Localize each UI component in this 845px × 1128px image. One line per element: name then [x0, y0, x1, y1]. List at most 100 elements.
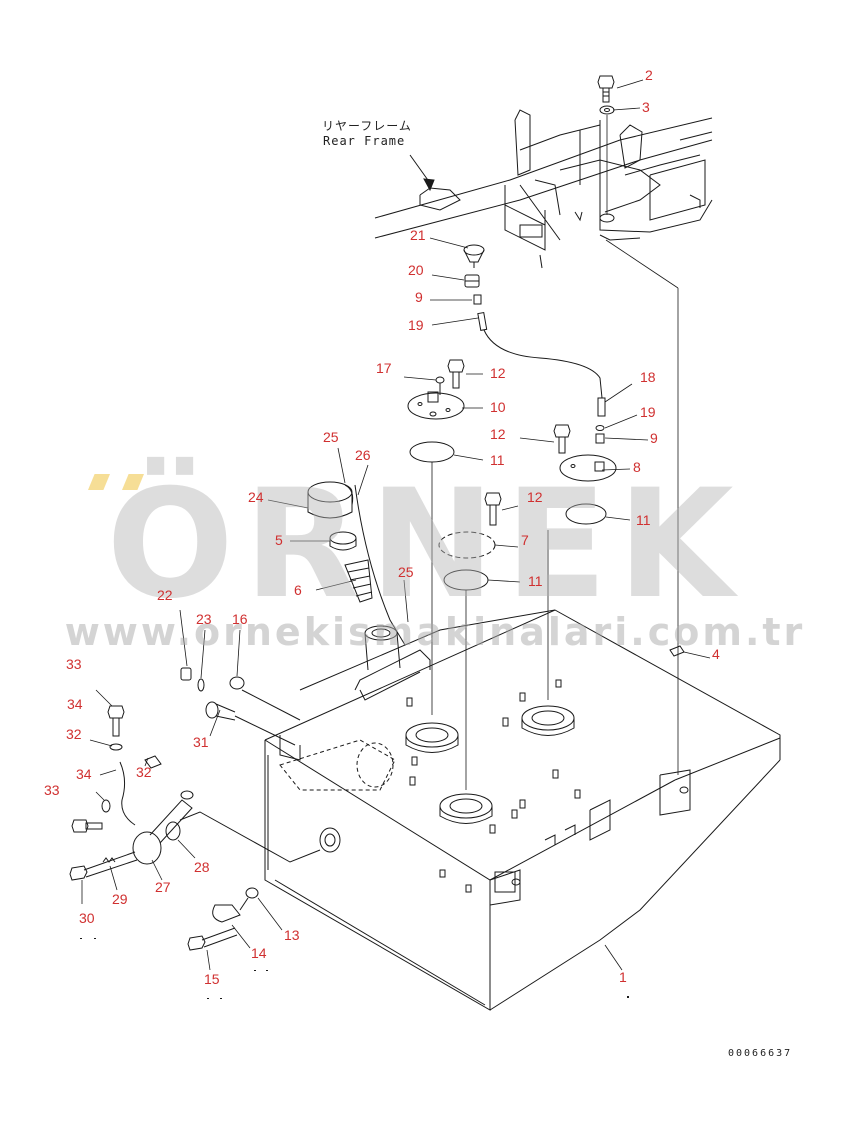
sensor-27	[132, 790, 194, 865]
rear-frame	[374, 109, 713, 269]
cover-10	[407, 391, 465, 420]
washer-19	[595, 425, 605, 431]
strainer-6	[344, 559, 373, 603]
tank-opening-a	[405, 722, 459, 753]
callout-13: 13	[284, 927, 300, 943]
plug-22	[180, 667, 192, 681]
cover-8	[559, 454, 617, 482]
callout-2: 2	[645, 67, 653, 83]
rear-frame-label-jp: リヤーフレーム	[322, 119, 412, 133]
washer-32	[109, 743, 123, 751]
callout-27: 27	[155, 879, 171, 895]
callout-3: 3	[642, 99, 650, 115]
bolt-2	[597, 75, 615, 103]
fitting-9	[473, 294, 482, 305]
callout-19: 19	[408, 317, 424, 333]
tank-studs	[406, 679, 581, 893]
callout-7: 7	[521, 532, 529, 548]
clip-32	[144, 755, 162, 769]
bolt-31	[205, 701, 296, 746]
callout-6: 6	[294, 582, 302, 598]
ring-nut-5	[329, 531, 357, 551]
bolt-33	[71, 819, 103, 833]
tank-opening-c	[439, 793, 493, 824]
callout-33b: 33	[44, 782, 60, 798]
callout-28: 28	[194, 859, 210, 875]
callout-29: 29	[112, 891, 128, 907]
bushing-16	[229, 676, 301, 721]
callout-31: 31	[193, 734, 209, 750]
watermark-url: www.ornekismakinalari.com.tr	[64, 610, 806, 654]
callout-10: 10	[490, 399, 506, 415]
callout-33a: 33	[66, 656, 82, 672]
callout-12b: 12	[490, 426, 506, 442]
note-ticks	[80, 938, 629, 999]
callout-19b: 19	[640, 404, 656, 420]
callout-8: 8	[633, 459, 641, 475]
callout-9: 9	[415, 289, 423, 305]
document-id: 00066637	[728, 1048, 793, 1059]
bolt-34	[107, 705, 125, 737]
watermark-umlaut-left	[88, 474, 110, 490]
wire-34	[119, 761, 136, 826]
callout-34a: 34	[67, 696, 83, 712]
o-ring-28	[165, 821, 181, 841]
plug-18	[597, 397, 606, 417]
callout-1: 1	[619, 969, 627, 985]
callout-12a: 12	[490, 365, 506, 381]
cap-21	[463, 244, 485, 268]
callout-25a: 25	[323, 429, 339, 445]
clamp-14	[212, 904, 241, 923]
tank-opening-b	[521, 705, 575, 736]
bolt-30	[69, 851, 138, 881]
callout-24: 24	[248, 489, 264, 505]
gasket-11b	[565, 503, 607, 525]
callout-9b: 9	[650, 430, 658, 446]
callout-14: 14	[251, 945, 267, 961]
callout-34b: 34	[76, 766, 92, 782]
callout-20: 20	[408, 262, 424, 278]
callout-11c: 11	[528, 573, 543, 589]
drain-valve-dashed	[279, 739, 396, 791]
nut-20	[464, 274, 480, 288]
washer-23	[197, 678, 205, 692]
bolt-12c	[484, 492, 502, 526]
plug-19	[477, 312, 488, 331]
callout-17: 17	[376, 360, 392, 376]
callout-32b: 32	[136, 764, 152, 780]
callout-12c: 12	[527, 489, 543, 505]
fuel-tank-1	[264, 609, 781, 1011]
callout-22: 22	[157, 587, 173, 603]
fastener-13	[239, 887, 259, 911]
callout-26: 26	[355, 447, 371, 463]
callout-5: 5	[275, 532, 283, 548]
callout-15: 15	[204, 971, 220, 987]
callout-23: 23	[196, 611, 212, 627]
filler-neck-25	[364, 625, 401, 671]
fitting-9b	[595, 433, 605, 444]
watermark-umlaut-right	[122, 474, 144, 490]
gauge-port	[179, 811, 341, 863]
watermark-brand: ÖRNEK	[106, 458, 744, 632]
washer-3	[599, 105, 615, 115]
callout-21: 21	[410, 227, 426, 243]
callout-32a: 32	[66, 726, 82, 742]
callout-16: 16	[232, 611, 248, 627]
callout-4: 4	[712, 646, 720, 662]
callout-11a: 11	[490, 452, 505, 468]
callout-11b: 11	[636, 512, 651, 528]
filler-cap-24	[307, 481, 354, 519]
bolt-12a	[447, 359, 465, 389]
leader-lines	[81, 79, 711, 971]
spring-29	[102, 857, 116, 863]
rear-frame-label-en: Rear Frame	[323, 134, 406, 148]
bolt-12b	[553, 424, 571, 454]
bolt-15	[187, 927, 238, 951]
callout-25b: 25	[398, 564, 414, 580]
callout-30: 30	[79, 910, 95, 926]
chain-26	[354, 484, 406, 646]
washer-34b	[101, 799, 111, 813]
callout-18: 18	[640, 369, 656, 385]
